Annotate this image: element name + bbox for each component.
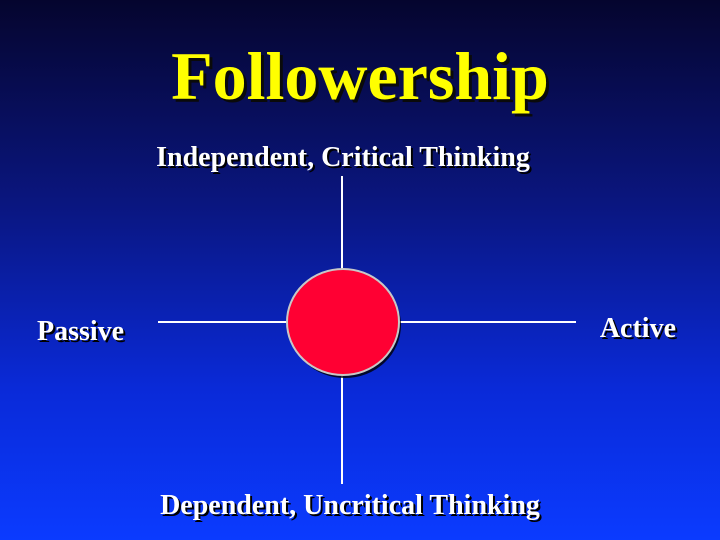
axis-label-bottom: Dependent, Uncritical Thinking	[160, 490, 540, 521]
center-circle	[286, 268, 400, 376]
axis-label-left: Passive	[37, 316, 125, 347]
axis-label-right: Active	[599, 313, 676, 344]
axis-label-top: Independent, Critical Thinking	[156, 142, 530, 173]
slide-title: Followership	[171, 38, 549, 114]
